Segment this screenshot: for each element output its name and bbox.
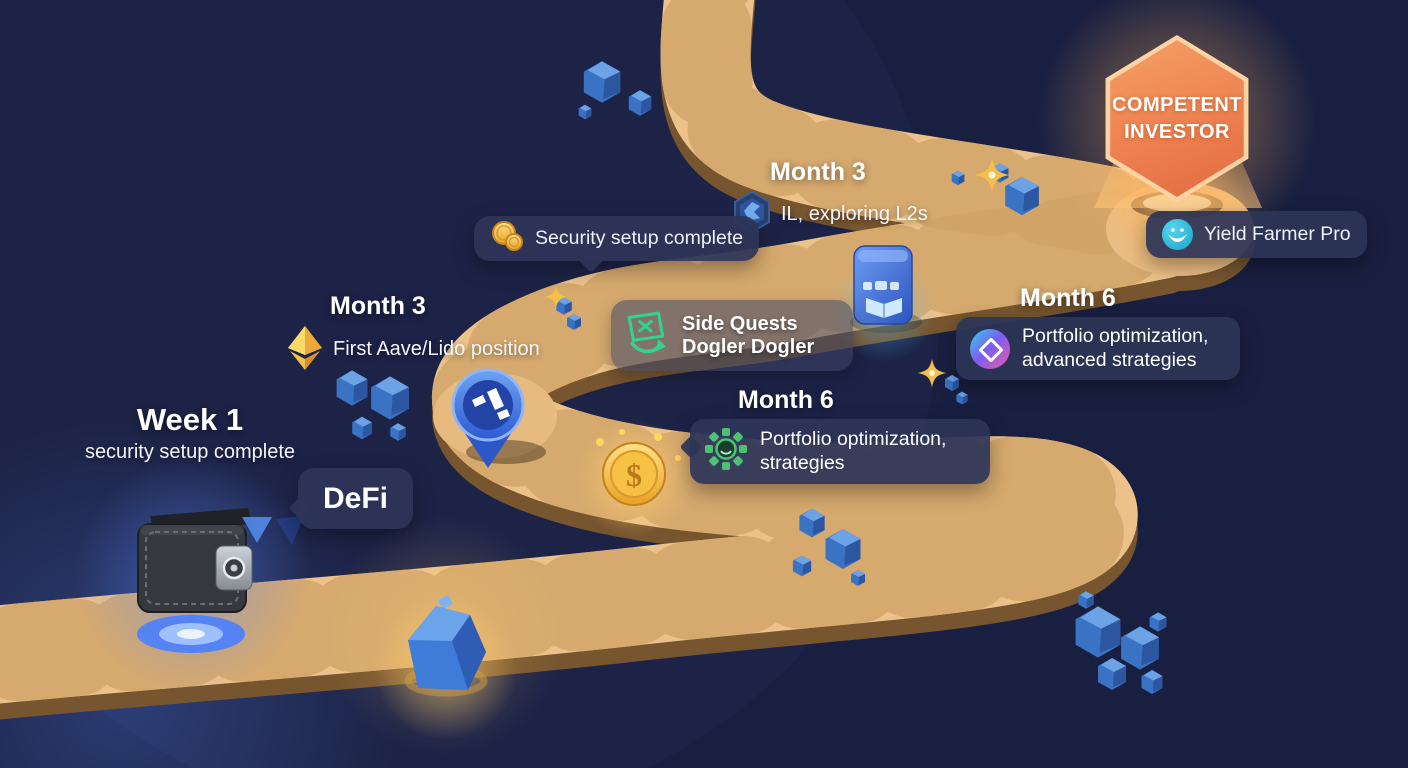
badge-line-1: COMPETENT <box>1111 93 1243 116</box>
milestone-subtitle: security setup complete <box>84 441 296 463</box>
milestone-line-1: Portfolio optimization, <box>760 428 947 450</box>
kiosk-icon[interactable] <box>832 245 936 362</box>
milestone-subtitle: First Aave/Lido position <box>333 338 540 360</box>
milestone-title: Month 3 <box>330 292 426 320</box>
yield-farm-icon <box>1162 219 1193 250</box>
callout-line-2: Dogler Dogler <box>682 335 815 358</box>
wallet-icon[interactable] <box>74 457 310 693</box>
coin-icon[interactable]: $ <box>576 420 692 536</box>
milestone-title: Month 6 <box>1020 284 1116 312</box>
sparkle-icon <box>544 157 1010 388</box>
callout-label: Security setup complete <box>535 227 744 249</box>
side-quest-map-icon <box>623 309 671 362</box>
milestone-box[interactable]: Portfolio optimization, strategies <box>690 419 990 484</box>
milestone-line-2: advanced strategies <box>1022 348 1197 371</box>
badge-line-2: INVESTOR <box>1124 120 1230 143</box>
milestone-line-1: Portfolio optimization, <box>1022 325 1209 347</box>
crystal-icon[interactable] <box>374 595 518 740</box>
side-quests-callout[interactable]: Side Quests Dogler Dogler <box>611 300 853 371</box>
milestone-line-2: strategies <box>760 451 845 474</box>
eth-diamond-icon <box>286 324 324 375</box>
callout-line-1: Side Quests <box>682 312 798 335</box>
milestone-box[interactable]: Portfolio optimization, advanced strateg… <box>956 317 1240 380</box>
milestone-month-3-upper: Month 3 IL, exploring L2s <box>732 158 928 239</box>
yield-farmer-pro-pill[interactable]: Yield Farmer Pro <box>1146 211 1367 258</box>
milestone-month-3-start: Month 3 First Aave/Lido position <box>286 292 540 375</box>
security-callout[interactable]: Security setup complete <box>474 216 760 261</box>
callout-label: DeFi <box>322 481 388 515</box>
milestone-subtitle: IL, exploring L2s <box>781 203 928 225</box>
achievement-label: Yield Farmer Pro <box>1204 223 1351 245</box>
milestone-week-1: Week 1 security setup complete <box>30 402 350 464</box>
coins-icon <box>490 220 524 257</box>
map-pin-icon[interactable] <box>451 368 546 468</box>
coin-symbol: $ <box>626 457 642 493</box>
milestone-month-6-mid: Month 6 Portfolio optimization, <box>690 386 990 484</box>
milestone-title: Month 3 <box>770 158 866 186</box>
defi-callout[interactable]: DeFi <box>298 468 413 529</box>
milestone-title: Week 1 <box>136 402 244 437</box>
milestone-month-6-right: Month 6 Portfolio optimization, advanced… <box>956 284 1240 380</box>
green-gear-icon <box>704 427 748 476</box>
milestone-title: Month 6 <box>738 386 834 414</box>
gradient-diamond-icon <box>970 328 1010 369</box>
